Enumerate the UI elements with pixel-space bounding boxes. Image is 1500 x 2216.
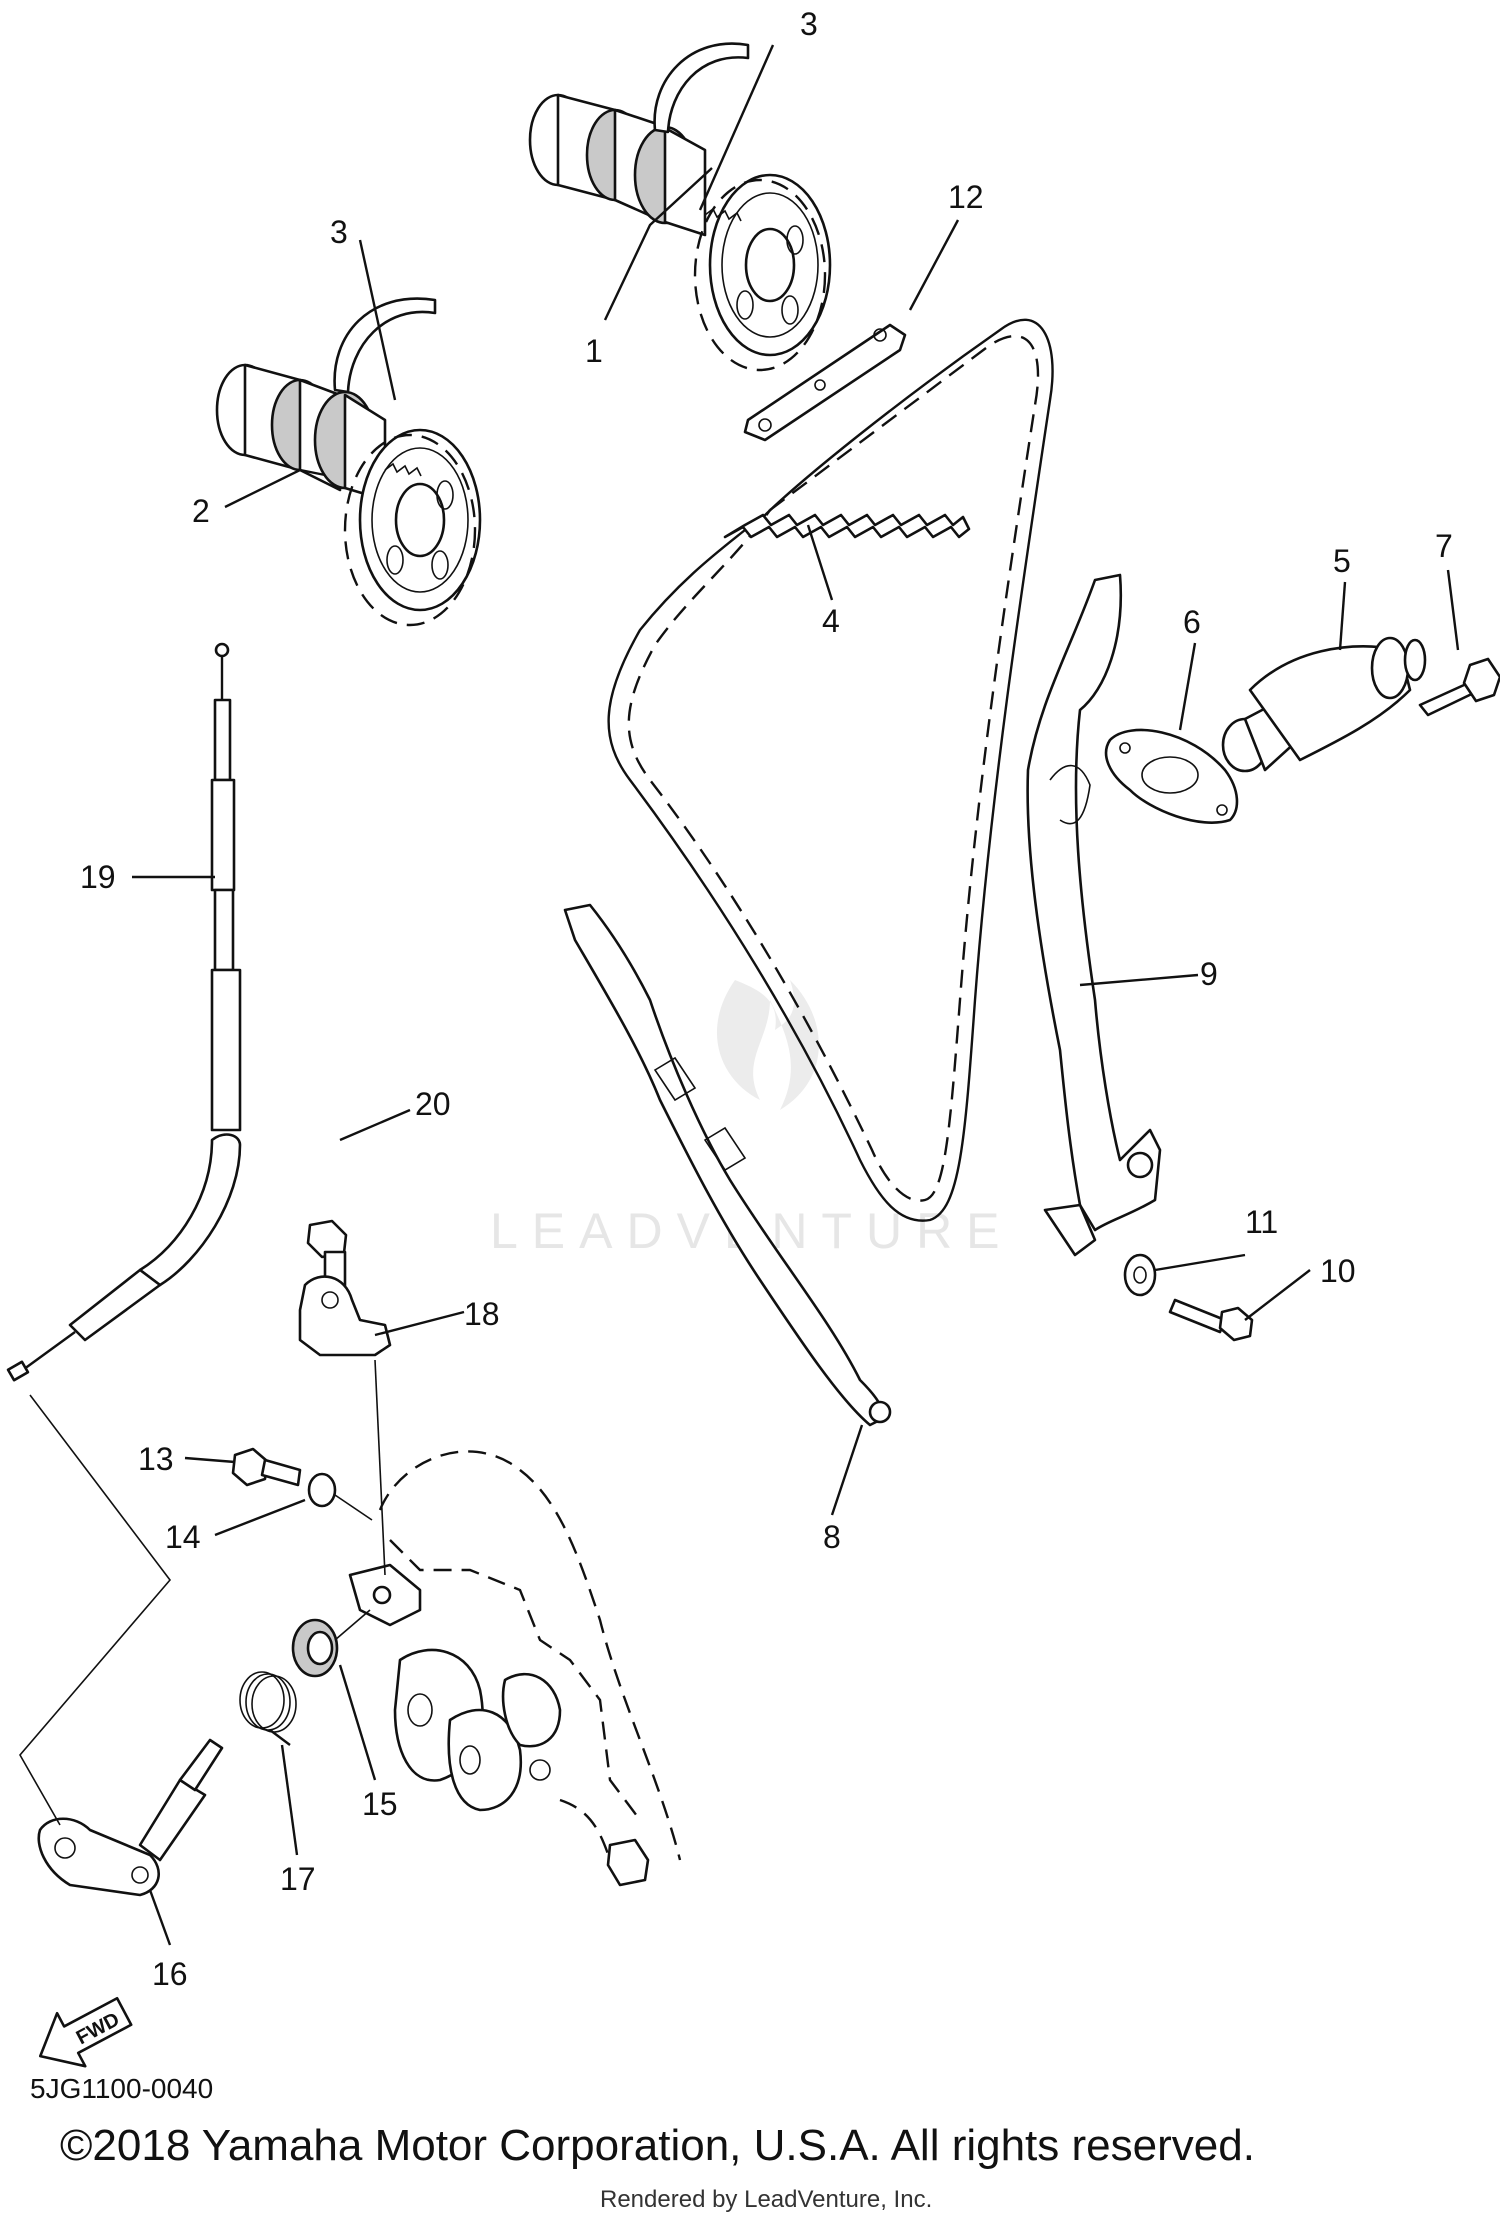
tensioner-bolt bbox=[1418, 657, 1500, 717]
cable-holder bbox=[298, 1275, 392, 1357]
callout-6: 6 bbox=[1183, 604, 1201, 640]
camshaft-left bbox=[215, 363, 482, 627]
decompression-cable bbox=[6, 642, 242, 1382]
cam-chain bbox=[607, 318, 1054, 1222]
camshaft-clip-top bbox=[653, 42, 750, 134]
seal-route-line bbox=[334, 1609, 371, 1641]
callout-3-top: 3 bbox=[800, 6, 818, 42]
decompression-shaft bbox=[37, 1738, 224, 1897]
cylinder-head-outline bbox=[348, 1450, 682, 1887]
camshaft-right bbox=[528, 93, 832, 372]
callout-1: 1 bbox=[585, 333, 603, 369]
plug-bolt bbox=[231, 1447, 302, 1487]
callout-16: 16 bbox=[152, 1956, 188, 1992]
callout-labels: 1 2 3 3 4 5 6 7 8 9 10 11 12 13 14 15 16… bbox=[80, 6, 1453, 1992]
cable-route-line bbox=[19, 1394, 172, 1826]
plug-washer bbox=[307, 1472, 337, 1508]
holder-route-line bbox=[374, 1359, 386, 1576]
callout-9: 9 bbox=[1200, 956, 1218, 992]
cam-chain-tensioner bbox=[1221, 636, 1427, 773]
callout-15: 15 bbox=[362, 1786, 398, 1822]
callout-14: 14 bbox=[165, 1519, 201, 1555]
callout-8: 8 bbox=[823, 1519, 841, 1555]
tensioner-guide bbox=[1026, 573, 1162, 1257]
copyright-notice: ©2018 Yamaha Motor Corporation, U.S.A. A… bbox=[60, 2121, 1255, 2170]
callout-17: 17 bbox=[280, 1861, 316, 1897]
leader-lines bbox=[132, 44, 1460, 1946]
callout-3-left: 3 bbox=[330, 214, 348, 250]
callout-7: 7 bbox=[1435, 528, 1453, 564]
guide-bolt bbox=[1168, 1298, 1254, 1342]
oil-seal bbox=[291, 1618, 339, 1678]
callout-2: 2 bbox=[192, 493, 210, 529]
chain-guide bbox=[563, 903, 892, 1427]
callout-11: 11 bbox=[1245, 1204, 1278, 1240]
callout-18: 18 bbox=[464, 1296, 500, 1332]
callout-20: 20 bbox=[415, 1086, 451, 1122]
callout-12: 12 bbox=[948, 179, 984, 215]
chain-guide-stopper bbox=[743, 323, 907, 442]
tensioner-gasket bbox=[1104, 728, 1239, 824]
diagram-code: 5JG1100-0040 bbox=[30, 2073, 214, 2104]
guide-washer bbox=[1123, 1253, 1157, 1297]
callout-10: 10 bbox=[1320, 1253, 1356, 1289]
callout-4: 4 bbox=[822, 603, 840, 639]
washer-route-line bbox=[334, 1494, 373, 1521]
callout-5: 5 bbox=[1333, 543, 1351, 579]
torsion-spring bbox=[239, 1671, 297, 1746]
fwd-arrow: FWD bbox=[38, 1996, 133, 2068]
camshaft-clip-left bbox=[333, 297, 437, 394]
callout-19: 19 bbox=[80, 859, 116, 895]
callout-13: 13 bbox=[138, 1441, 174, 1477]
rendered-by-note: Rendered by LeadVenture, Inc. bbox=[600, 2186, 933, 2213]
